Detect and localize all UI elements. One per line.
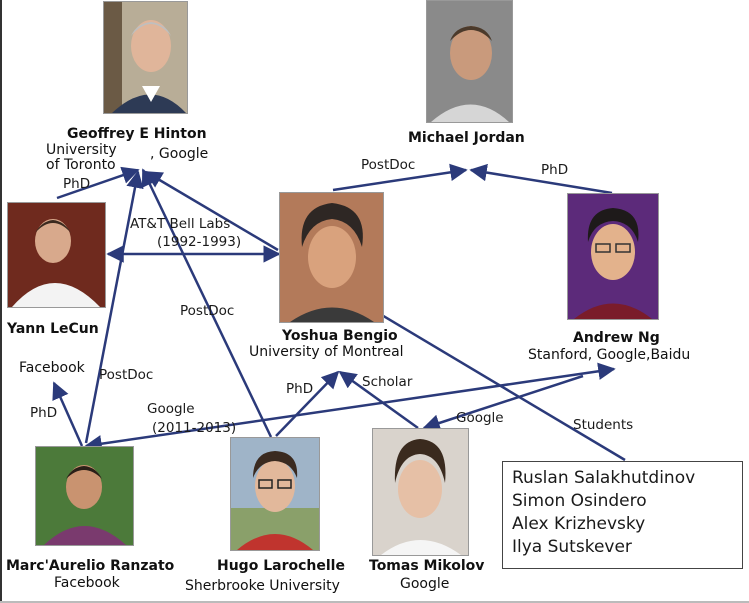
- lecun-photo: [7, 202, 106, 308]
- edge-label-ranzato-lecun: PhD: [30, 405, 58, 421]
- edge-label-mikolov-bengio: Scholar: [362, 374, 413, 390]
- ranzato-name: Marc'Aurelio Ranzato: [6, 558, 175, 574]
- edge-label-ng-mikolov: Google: [456, 410, 504, 426]
- ng-name: Andrew Ng: [573, 330, 660, 346]
- jordan-photo: [426, 0, 513, 123]
- student-name: Ilya Sutskever: [512, 537, 632, 557]
- edge-label-ng-jordan: PhD: [541, 162, 569, 178]
- ng-affil: Stanford, Google,Baidu: [528, 347, 691, 363]
- edge-label-ranzato-hinton: PostDoc: [99, 367, 154, 383]
- lecun-affil: Facebook: [19, 360, 85, 376]
- left-border: [0, 0, 2, 603]
- student-name: Simon Osindero: [512, 491, 647, 511]
- larochelle-photo: [230, 437, 320, 551]
- hinton-photo: [103, 1, 188, 114]
- edge-larochelle-bengio: [275, 370, 340, 437]
- edge-label-bell-labs-years: (1992-1993): [157, 234, 242, 250]
- lecun-name: Yann LeCun: [7, 321, 99, 337]
- edge-lecun-hinton: [56, 166, 140, 200]
- larochelle-affil: Sherbrooke University: [185, 578, 340, 594]
- ranzato-affil: Facebook: [54, 575, 120, 591]
- edge-ng-mikolov: [422, 374, 584, 432]
- larochelle-name: Hugo Larochelle: [217, 558, 345, 574]
- bottom-border: [0, 601, 749, 603]
- edge-ng-jordan: [469, 163, 613, 195]
- edge-label-bell-labs: AT&T Bell Labs: [130, 216, 231, 232]
- student-name: Alex Krizhevsky: [512, 514, 646, 534]
- mikolov-photo: [372, 428, 469, 556]
- edge-ranzato-ng: [84, 362, 616, 453]
- edge-label-google-years: (2011-2013): [152, 420, 237, 436]
- mikolov-name: Tomas Mikolov: [369, 558, 485, 574]
- bengio-affil: University of Montreal: [249, 344, 404, 360]
- edge-mikolov-bengio: [338, 370, 419, 430]
- ranzato-photo: [35, 446, 134, 546]
- hinton-affil-line1: University: [46, 142, 117, 158]
- edge-label-larochelle-bengio: PhD: [286, 381, 314, 397]
- students-box: Ruslan Salakhutdinov Simon Osindero Alex…: [502, 461, 743, 569]
- edge-label-google: Google: [147, 401, 195, 417]
- jordan-name: Michael Jordan: [408, 130, 525, 146]
- edge-bengio-hinton: [144, 170, 279, 252]
- edge-label-bengio-jordan: PostDoc: [361, 157, 416, 173]
- edge-label-students: Students: [573, 417, 634, 433]
- hinton-name: Geoffrey E Hinton: [67, 126, 207, 142]
- edge-ranzato-lecun: [52, 381, 84, 447]
- hinton-affil-google: , Google: [150, 146, 209, 162]
- edge-label-larochelle-hinton: PostDoc: [180, 303, 235, 319]
- edge-bengio-jordan: [332, 163, 468, 192]
- mikolov-affil: Google: [400, 576, 450, 592]
- hinton-affil-line2: of Toronto: [46, 157, 116, 173]
- edge-label-lecun-hinton: PhD: [63, 176, 91, 192]
- bengio-name: Yoshua Bengio: [282, 328, 398, 344]
- edge-students-bengio: [379, 312, 626, 462]
- bengio-photo: [279, 192, 384, 323]
- ng-photo: [567, 193, 659, 320]
- student-name: Ruslan Salakhutdinov: [512, 468, 696, 488]
